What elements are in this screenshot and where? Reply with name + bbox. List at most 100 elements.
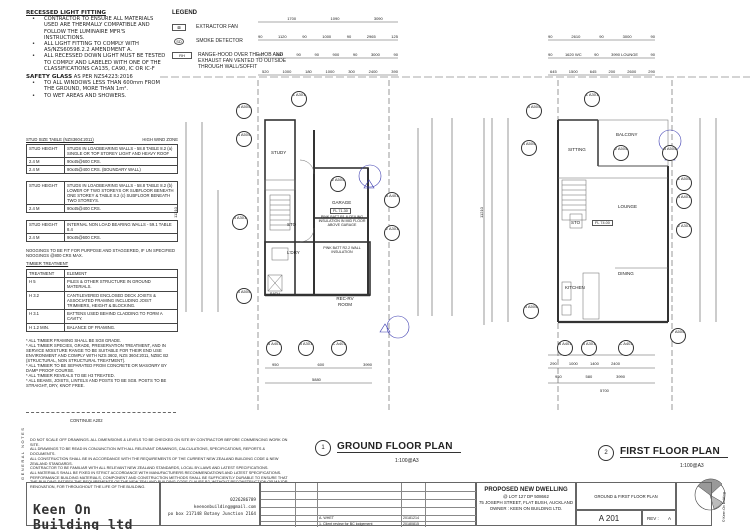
range-hood-icon: RH <box>172 52 192 59</box>
extractor-fan-icon: ⊠ <box>172 24 186 31</box>
dim-value: 200 <box>608 69 616 74</box>
detail-ref-bubble[interactable]: 2 A504 <box>613 145 629 161</box>
bubble-label: 1 A301 <box>292 92 306 97</box>
ff-dim-top-2: 90 1620 WC 90 3990 LOUNGE 90 <box>548 52 655 57</box>
gf-dim-top-1: 1700 1090 3090 <box>270 16 400 21</box>
room-label-garage: GARAGE <box>332 200 352 205</box>
revision-row: 1. Client review for BC lodgement 201808… <box>319 522 475 526</box>
dim-value: 1400 <box>589 361 599 366</box>
sheet-title: GROUND & FIRST FLOOR PLAN <box>594 494 658 499</box>
address: po box 217148 Botany Junction 2164 <box>168 512 256 517</box>
bubble-label: 4 A504 <box>522 141 536 146</box>
drawing-number: 2 <box>604 450 608 456</box>
copyright-side-text: © Keen On Building <box>722 492 726 522</box>
general-notes-label: GENERAL NOTES <box>20 426 25 480</box>
elevation-ref-bubble[interactable]: A A401 <box>384 192 400 208</box>
legend-title: LEGEND <box>172 10 198 16</box>
project-lot: @ LOT 127 DP 508662 <box>503 494 549 499</box>
contact-box: 0226286789 keenonbuilding@gmail.com po b… <box>160 482 260 526</box>
gf-overall-left-dim: 11210 <box>172 207 178 218</box>
elevation-ref-bubble[interactable]: B A401 <box>557 340 573 356</box>
gf-plan-title: GROUND FLOOR PLAN <box>337 441 461 453</box>
dim-value: 1700 <box>287 16 297 21</box>
section-ref-bubble[interactable]: 3 A301 <box>298 340 314 356</box>
elevation-ref-bubble[interactable]: C A401 <box>618 340 634 356</box>
detail-ref-bubble[interactable]: 4 A504 <box>523 303 539 319</box>
elevation-ref-bubble[interactable]: B A401 <box>266 340 282 356</box>
detail-ref-bubble[interactable]: 5 A504 <box>236 288 252 304</box>
elevation-ref-bubble[interactable]: C A401 <box>331 340 347 356</box>
drawing-number-bubble: 1 <box>315 440 331 456</box>
gf-overall-width: 5880 <box>312 377 321 382</box>
safety-glass-heading: SAFETY GLASS <box>26 74 73 81</box>
revision-date: 20180815 <box>403 522 419 526</box>
detail-ref-bubble[interactable]: 2 A504 <box>330 176 346 192</box>
dim-value: 645 <box>589 69 597 74</box>
dim-value: 90 <box>594 52 599 57</box>
section-ref-bubble[interactable]: 4 A301 <box>232 214 248 230</box>
dim-value: 850 <box>276 52 283 57</box>
logo-mark-cell <box>676 482 712 526</box>
general-note: DO NOT SCALE OFF DRAWINGS. ALL DIMENSION… <box>30 438 288 447</box>
revision-desc: A. WHET <box>319 516 334 520</box>
ff-dim-top-1: 90 2610 90 3000 90 <box>548 34 655 39</box>
level-tag: FL 74.00 <box>592 220 613 226</box>
detail-ref-bubble[interactable]: 4 A504 <box>236 131 252 147</box>
dim-value: 90 <box>548 34 553 39</box>
insulation-note-ceiling: PINK BATT R1.8 CEILING INSULATION IN MID… <box>318 215 366 228</box>
dim-value: 1000 <box>322 34 332 39</box>
dim-value: 3990 <box>363 362 372 367</box>
bubble-label: B A401 <box>267 341 281 346</box>
detail-ref-bubble[interactable]: 7 A504 <box>670 328 686 344</box>
note-item: ALL LIGHT FITTING TO COMPLY WITH AS/NZS6… <box>26 41 166 53</box>
revision-desc: 1. Client review for BC lodgement <box>319 522 373 526</box>
dim-value: 2610 <box>571 34 581 39</box>
break-line <box>26 412 176 413</box>
ff-overall-width: 5700 <box>600 388 609 393</box>
detail-ref-bubble[interactable]: 4 A504 <box>521 140 537 156</box>
bubble-label: 4 A301 <box>233 215 247 220</box>
legend-label: RANGE-HOOD OVER THE HOB AND EXHAUST FAN … <box>198 52 287 70</box>
section-ref-bubble[interactable]: 2 A301 <box>384 225 400 241</box>
room-label-kitchen: KITCHEN <box>565 285 585 290</box>
bubble-label: A A401 <box>385 193 399 198</box>
dim-value: 290 <box>648 69 655 74</box>
detail-ref-bubble[interactable]: 1 A504 <box>676 175 692 191</box>
bubble-label: C A401 <box>619 341 633 346</box>
bubble-label: 1 A301 <box>585 92 599 97</box>
dim-value: 2965 <box>366 34 376 39</box>
cell: STUDS IN LOADBEARING WALLS - 58.8 TABLE … <box>64 181 178 205</box>
section-ref-bubble[interactable]: 3 A301 <box>581 340 597 356</box>
general-note: ALL CONSTRUCTION SHALL BE IN ACCORDANCE … <box>30 456 279 466</box>
detail-ref-bubble[interactable]: 3 A504 <box>526 103 542 119</box>
cell: 90x45@600 CRS. <box>64 233 178 242</box>
section-ref-bubble[interactable]: 1 A301 <box>584 91 600 107</box>
dim-value: 1000 <box>568 361 578 366</box>
detail-ref-bubble[interactable]: 3 A504 <box>662 145 678 161</box>
project-name: PROPOSED NEW DWELLING <box>484 487 568 493</box>
dim-value: 125 <box>391 34 398 39</box>
general-note: CONTRACTOR TO BE FAMILIAR WITH ALL RELEV… <box>30 466 269 471</box>
detail-ref-bubble[interactable]: 3 A504 <box>236 103 252 119</box>
elevation-ref-bubble[interactable]: 4 A401 <box>676 193 692 209</box>
room-label-laundry: L'DRY <box>287 250 300 255</box>
stud-size-table: STUD SIZE TABLE (NZS3604:2011) HIGH WIND… <box>26 137 178 388</box>
gf-bottom-dims: 950 600 3990 <box>272 362 372 367</box>
ff-bottom-dims-2: 950 580 3990 <box>555 374 625 379</box>
gf-dim-top-3: 90 850 90 90 900 90 3000 90 <box>258 52 398 57</box>
company-name: Keen On Building ltd <box>33 503 159 530</box>
insulation-note-wall: PINK BATT R2.2 WALL INSULATION <box>323 246 361 255</box>
section-ref-bubble[interactable]: 2 A301 <box>676 222 692 238</box>
dim-value: 580 <box>585 374 593 379</box>
timber-note: * ALL TIMBER SPECIES, GRADE, PRESERVATIO… <box>26 343 169 363</box>
bubble-label: 7 A504 <box>671 329 685 334</box>
dim-value: 390 <box>391 69 398 74</box>
project-owner: OWNER : KEEN ON BUILDING LTD. <box>489 506 563 511</box>
section-ref-bubble[interactable]: 1 A301 <box>291 91 307 107</box>
dim-value: 2600 <box>627 69 637 74</box>
dim-value: 2400 <box>368 69 378 74</box>
